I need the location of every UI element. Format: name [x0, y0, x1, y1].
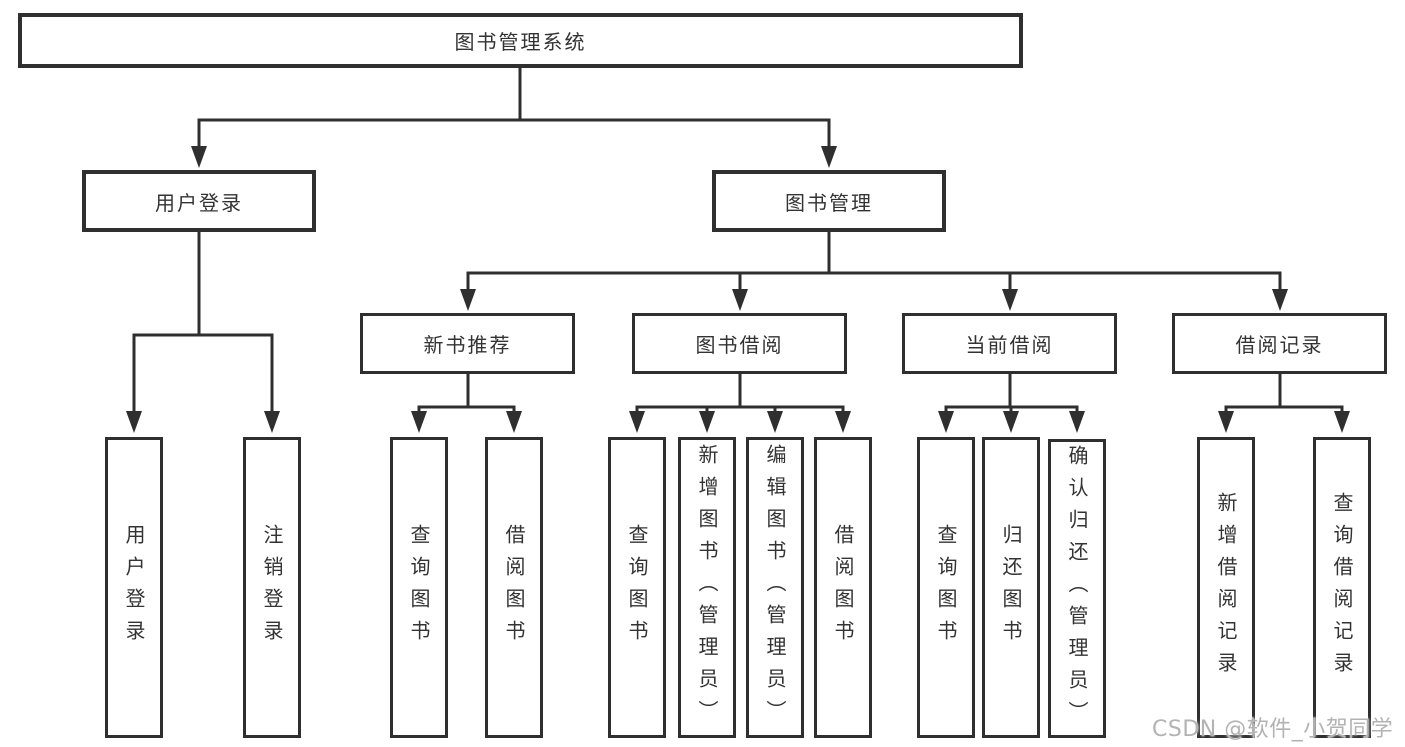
- leaf-logout: 注销登录: [243, 437, 301, 738]
- leaf-borrow-borrow-books: 借阅图书: [814, 437, 872, 738]
- node-label: 归还图书: [999, 523, 1023, 652]
- node-label: 借阅记录: [1235, 333, 1324, 357]
- leaf-borrow-edit-books-admin: 编辑图书（管理员）: [746, 437, 804, 738]
- node-borrow-records: 借阅记录: [1172, 313, 1387, 374]
- node-label: 新增图书（管理员）: [695, 443, 719, 732]
- node-label: 查询图书: [934, 523, 958, 652]
- node-label: 查询借阅记录: [1330, 491, 1354, 684]
- leaf-borrow-add-books-admin: 新增图书（管理员）: [678, 437, 736, 738]
- node-book-management: 图书管理: [712, 170, 946, 232]
- node-current-borrowing: 当前借阅: [902, 313, 1117, 374]
- node-label: 注销登录: [260, 523, 284, 652]
- node-label: 用户登录: [122, 523, 146, 652]
- node-user-login: 用户登录: [82, 170, 316, 232]
- leaf-newbook-borrow-books: 借阅图书: [485, 437, 543, 738]
- node-book-borrowing: 图书借阅: [632, 313, 847, 374]
- leaf-records-add-record: 新增借阅记录: [1197, 437, 1255, 738]
- node-label: 查询图书: [407, 523, 431, 652]
- node-label: 新书推荐: [423, 333, 512, 357]
- leaf-current-query-books: 查询图书: [917, 437, 975, 738]
- node-label: 图书借阅: [695, 333, 784, 357]
- leaf-records-query-record: 查询借阅记录: [1313, 437, 1371, 738]
- node-label: 确认归还（管理员）: [1065, 444, 1089, 733]
- node-label: 新增借阅记录: [1214, 491, 1238, 684]
- node-label: 图书管理: [785, 190, 873, 215]
- leaf-current-return-books: 归还图书: [982, 437, 1040, 738]
- arrowheads: [126, 146, 1350, 433]
- node-label: 用户登录: [155, 190, 243, 215]
- node-label: 查询图书: [625, 523, 649, 652]
- node-new-book-recommend: 新书推荐: [360, 313, 575, 374]
- node-label: 编辑图书（管理员）: [763, 443, 787, 732]
- leaf-newbook-query-books: 查询图书: [390, 437, 448, 738]
- leaf-user-login: 用户登录: [105, 437, 163, 738]
- csdn-watermark: CSDN @软件_小贺同学: [1152, 717, 1394, 742]
- leaf-current-confirm-return-admin: 确认归还（管理员）: [1048, 439, 1106, 738]
- leaf-borrow-query-books: 查询图书: [608, 437, 666, 738]
- connector-lines: [132, 66, 1344, 415]
- node-label: 借阅图书: [502, 523, 526, 652]
- node-label: 借阅图书: [831, 523, 855, 652]
- node-label: 图书管理系统: [454, 30, 587, 54]
- node-label: 当前借阅: [965, 333, 1054, 357]
- node-library-system: 图书管理系统: [18, 13, 1023, 68]
